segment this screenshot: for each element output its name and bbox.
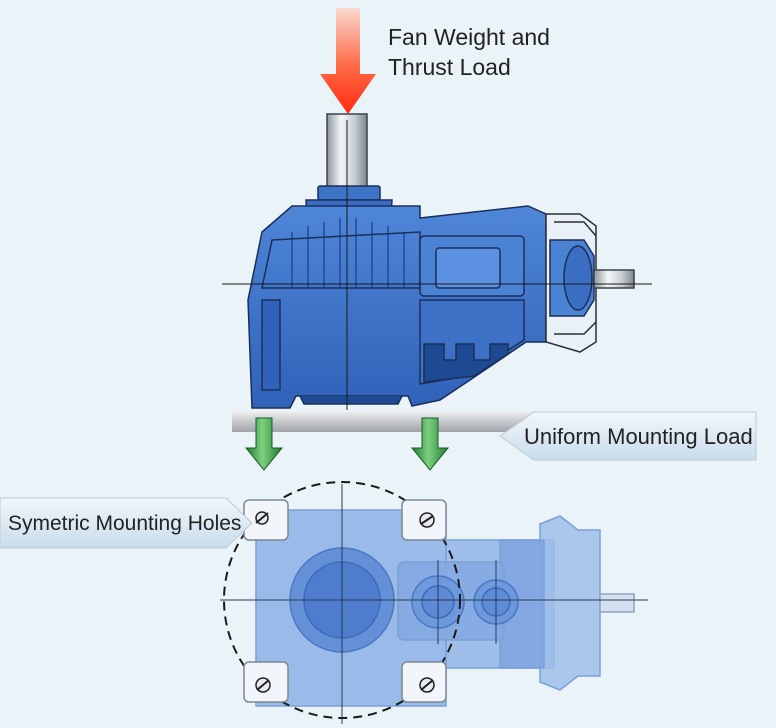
mounting-holes-callout — [0, 497, 253, 549]
uniform-load-callout — [499, 411, 757, 461]
fan-load-label: Fan Weight and Thrust Load — [388, 24, 550, 80]
bolt-circle — [223, 481, 461, 719]
mounting-hole-top-right — [401, 499, 447, 541]
mounting-hole-bottom-right — [401, 661, 447, 703]
fan-load-arrow — [320, 8, 376, 114]
mounting-hole-top-left — [243, 499, 289, 541]
mounting-hole-bottom-left — [243, 661, 289, 703]
plan-view-centerlines — [220, 484, 648, 724]
side-view-centerlines — [222, 120, 652, 412]
mounting-holes-label: Symetric Mounting Holes — [8, 512, 242, 535]
gearbox-side-view — [247, 185, 635, 409]
mounting-load-arrow-left — [244, 417, 284, 471]
uniform-load-label: Uniform Mounting Load — [524, 424, 753, 449]
mounting-load-arrow-right — [410, 417, 450, 471]
mounting-base — [232, 410, 536, 432]
